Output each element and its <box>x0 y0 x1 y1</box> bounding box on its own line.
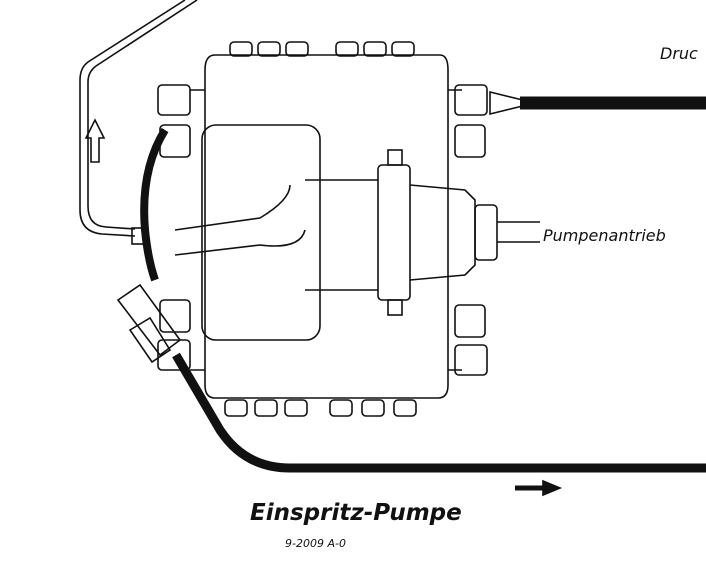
pump-body <box>157 54 488 399</box>
drive-housing <box>305 149 540 316</box>
up-arrow-icon <box>84 118 106 163</box>
filter <box>116 283 182 364</box>
diagram-title: Einspritz-Pumpe <box>250 500 462 526</box>
return-pipe <box>79 0 198 237</box>
injector-arm <box>174 184 306 256</box>
pump-drive-label: Pumpenantrieb <box>543 226 666 245</box>
bottom-bolts <box>224 399 417 417</box>
valve <box>131 227 149 245</box>
pressure-line-label: Druc <box>660 44 698 63</box>
drawing-number: 9-2009 A-0 <box>285 537 346 550</box>
top-bolts <box>229 41 415 57</box>
supply-line <box>172 352 706 473</box>
hose <box>140 127 169 282</box>
pressure-fitting <box>489 90 536 116</box>
